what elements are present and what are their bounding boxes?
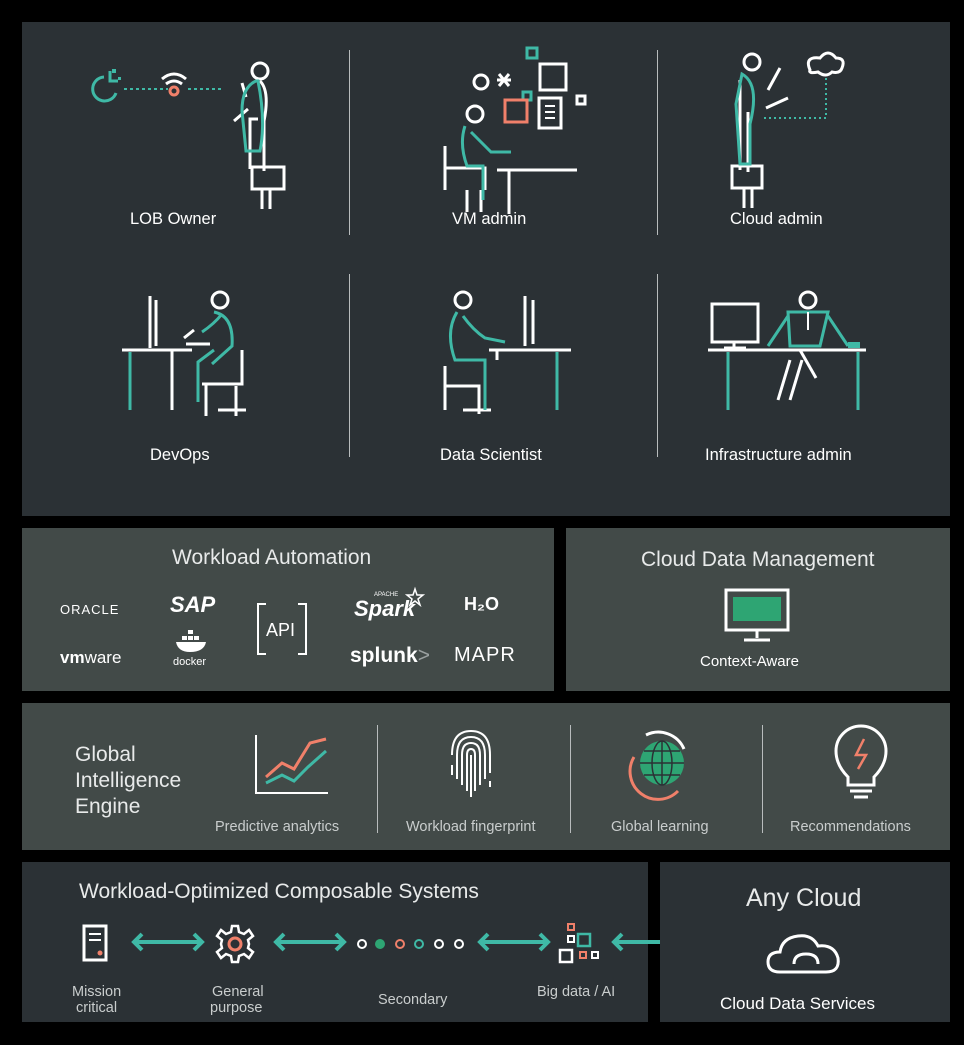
composable-systems-panel: Workload-Optimized Composable Systems Mi… <box>22 862 701 1022</box>
mission-critical-label-1: Mission <box>72 984 122 1000</box>
divider <box>570 725 571 833</box>
mission-critical-label-2: critical <box>76 1000 118 1016</box>
fingerprint-icon <box>451 729 491 797</box>
divider <box>762 725 763 833</box>
gie-title-line3: Engine <box>75 795 141 818</box>
lob-owner-illustration <box>91 61 286 209</box>
vmware-logo-bold: vm <box>60 648 85 667</box>
api-logo: API <box>266 620 296 640</box>
secondary-label: Secondary <box>378 992 448 1008</box>
global-learning-icon <box>628 730 686 801</box>
divider <box>349 274 350 457</box>
persona-lob-owner: LOB Owner <box>130 210 217 228</box>
cloud-data-management-panel: Cloud Data Management Context-Aware <box>566 528 950 691</box>
vm-admin-illustration <box>443 46 587 214</box>
double-arrow-icon <box>131 932 205 952</box>
cloud-icon <box>766 934 840 974</box>
context-aware-label: Context-Aware <box>700 653 799 670</box>
mapr-logo: MAPR <box>454 644 516 666</box>
devops-illustration <box>122 290 246 416</box>
server-icon <box>82 924 108 962</box>
spark-logo: Spark <box>354 596 416 621</box>
workload-automation-title: Workload Automation <box>172 546 372 569</box>
predictive-analytics-icon <box>255 735 328 794</box>
general-purpose-label-2: purpose <box>210 1000 263 1016</box>
spark-subtitle: APACHE <box>374 592 399 598</box>
cloud-admin-illustration <box>730 51 845 208</box>
splunk-logo: splunk> <box>350 644 430 668</box>
infrastructure-admin-illustration <box>708 290 866 410</box>
splunk-logo-text: splunk <box>350 644 418 667</box>
dots-icon <box>357 939 464 949</box>
docker-logo: docker <box>173 656 207 668</box>
divider <box>377 725 378 833</box>
divider <box>657 274 658 457</box>
composable-systems-title: Workload-Optimized Composable Systems <box>79 880 479 903</box>
global-learning-label: Global learning <box>611 819 709 835</box>
double-arrow-icon <box>273 932 347 952</box>
recommendations-label: Recommendations <box>790 819 911 835</box>
global-intelligence-panel: Global Intelligence Engine Predictive an… <box>22 703 950 850</box>
persona-devops: DevOps <box>150 446 210 464</box>
api-logo-frame <box>257 603 307 655</box>
big-data-label: Big data / AI <box>537 984 616 1000</box>
monitor-icon <box>724 588 790 642</box>
cloud-data-management-title: Cloud Data Management <box>641 548 875 571</box>
data-scientist-illustration <box>443 290 571 414</box>
general-purpose-label-1: General <box>212 984 264 1000</box>
workload-fingerprint-label: Workload fingerprint <box>406 819 536 835</box>
any-cloud-title: Any Cloud <box>746 884 862 912</box>
persona-vm-admin: VM admin <box>452 210 527 228</box>
divider <box>349 50 350 235</box>
divider <box>657 50 658 235</box>
persona-data-scientist: Data Scientist <box>440 446 542 464</box>
oracle-logo: ORACLE <box>60 602 120 617</box>
persona-infrastructure-admin: Infrastructure admin <box>705 446 852 464</box>
vmware-logo-rest: ware <box>84 648 122 667</box>
docker-whale-icon <box>176 630 206 652</box>
personas-panel: LOB Owner VM admin Cloud adm <box>22 22 950 516</box>
splunk-logo-gt: > <box>417 644 430 667</box>
gie-title-line2: Intelligence <box>75 769 182 792</box>
spark-star-icon <box>404 586 426 608</box>
persona-cloud-admin: Cloud admin <box>730 210 823 228</box>
h2o-logo: H₂O <box>464 594 499 614</box>
lightbulb-icon <box>834 724 888 799</box>
cloud-data-services-label: Cloud Data Services <box>720 994 875 1013</box>
gie-title-line1: Global <box>75 743 136 766</box>
double-arrow-icon <box>477 932 551 952</box>
sap-logo: SAP <box>170 592 216 617</box>
big-data-icon <box>558 923 599 964</box>
any-cloud-panel: Any Cloud Cloud Data Services <box>660 862 950 1022</box>
gear-icon <box>215 924 255 964</box>
predictive-analytics-label: Predictive analytics <box>215 819 340 835</box>
workload-automation-panel: Workload Automation ORACLE SAP API APACH… <box>22 528 554 691</box>
vmware-logo: vmware <box>60 648 121 668</box>
